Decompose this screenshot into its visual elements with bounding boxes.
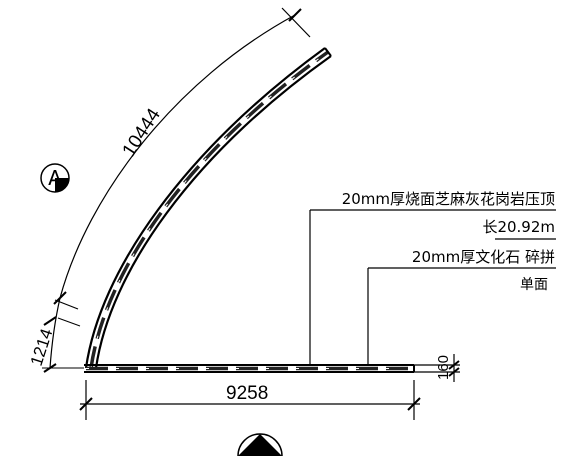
section-marker-a-label: A xyxy=(48,166,62,190)
arc-length-label: 10444 xyxy=(119,105,166,161)
callout-leader-2 xyxy=(367,267,556,366)
callout-2-line1: 20mm厚文化石 碎拼 xyxy=(412,248,555,266)
curved-wall xyxy=(84,47,332,369)
horizontal-dimension xyxy=(79,380,421,420)
callout-1-line1: 20mm厚烧面芝麻灰花岗岩压顶 xyxy=(342,190,555,208)
section-marker-b: B xyxy=(237,433,283,456)
callout-2-line2: 单面 xyxy=(520,277,548,293)
section-marker-a: A xyxy=(40,163,70,193)
thickness-label: 160 xyxy=(435,355,452,380)
section-marker-b-label: B xyxy=(253,443,267,456)
horizontal-length-label: 9258 xyxy=(226,383,268,404)
callout-1-line2: 长20.92m xyxy=(482,218,555,236)
arc-dimension xyxy=(42,7,311,373)
callout-leader-1 xyxy=(309,209,556,366)
straight-wall xyxy=(84,364,415,373)
thickness-dimension xyxy=(414,354,460,382)
